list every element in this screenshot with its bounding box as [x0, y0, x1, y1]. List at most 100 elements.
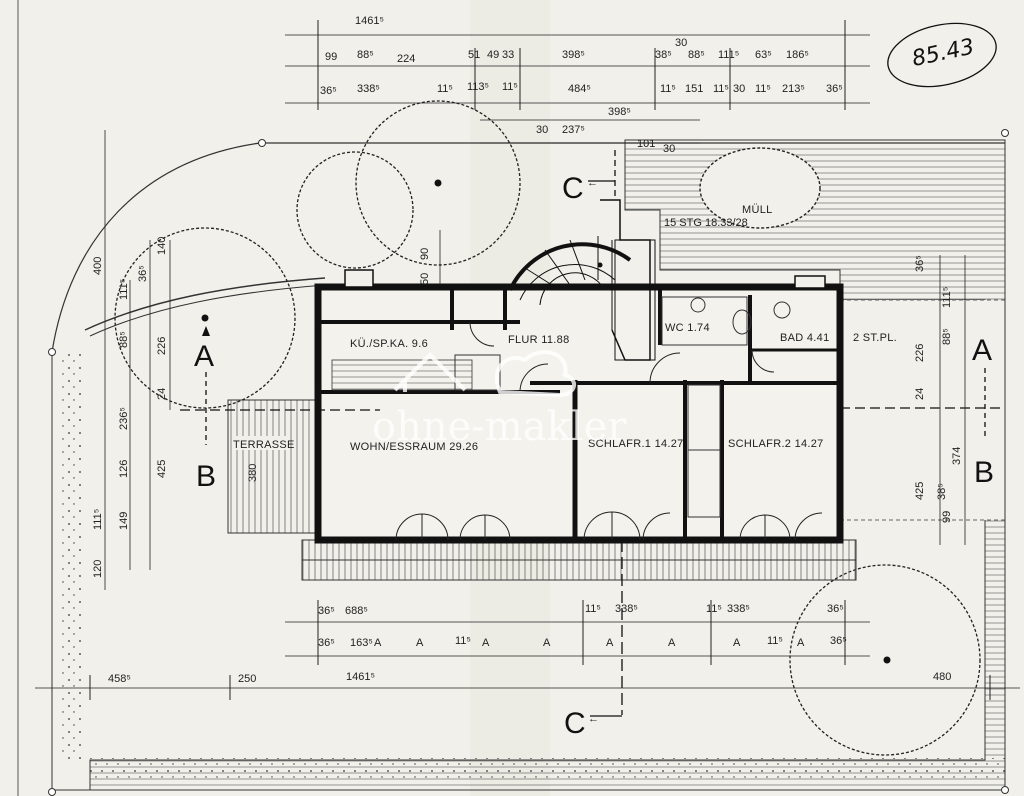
svg-text:11⁵: 11⁵ — [713, 83, 729, 95]
muell-area — [699, 147, 821, 229]
svg-text:88⁵: 88⁵ — [941, 328, 953, 345]
svg-text:A: A — [482, 637, 490, 649]
svg-text:A: A — [606, 637, 614, 649]
svg-text:36⁵: 36⁵ — [318, 637, 335, 649]
svg-text:425: 425 — [156, 460, 168, 478]
watermark-logo: ohne-makler — [372, 350, 627, 450]
svg-text:88⁵: 88⁵ — [357, 49, 374, 61]
svg-text:398⁵: 398⁵ — [608, 106, 631, 118]
dim-top-row1: 99 88⁵ 224 51 49 33 398⁵ 38⁵ 30 88⁵ 111⁵… — [325, 37, 809, 65]
svg-text:425: 425 — [914, 482, 926, 500]
svg-text:49: 49 — [487, 49, 499, 61]
svg-text:50: 50 — [419, 273, 431, 285]
svg-text:11⁵: 11⁵ — [755, 83, 771, 95]
svg-text:A: A — [668, 637, 676, 649]
svg-text:30: 30 — [733, 83, 745, 95]
svg-text:99: 99 — [941, 511, 953, 523]
svg-text:A: A — [797, 637, 805, 649]
room-label-kueche: KÜ./SP.KA. 9.6 — [350, 338, 428, 350]
dim-bottom-row2: 36⁵ 163⁵ 11⁵ 11⁵ 36⁵ — [318, 635, 847, 649]
svg-text:400: 400 — [92, 257, 104, 275]
room-label-bad: BAD 4.41 — [780, 332, 829, 344]
svg-text:113⁵: 113⁵ — [467, 81, 489, 93]
svg-text:186⁵: 186⁵ — [786, 49, 809, 61]
svg-text:213⁵: 213⁵ — [782, 83, 805, 95]
svg-text:111⁵: 111⁵ — [92, 509, 104, 530]
svg-text:36⁵: 36⁵ — [137, 265, 149, 282]
section-a-right: A — [972, 334, 992, 367]
room-label-flur: FLUR 11.88 — [508, 334, 570, 346]
dim-bottom-row1: 36⁵ 688⁵ 11⁵ 338⁵ 11⁵ 338⁵ 36⁵ — [318, 603, 844, 617]
dim-top-row2: 36⁵ 338⁵ 11⁵ 113⁵ 11⁵ 484⁵ 11⁵ 151 11⁵ 3… — [320, 81, 843, 97]
svg-text:338⁵: 338⁵ — [727, 603, 750, 615]
svg-text:338⁵: 338⁵ — [615, 603, 638, 615]
svg-text:226: 226 — [156, 337, 168, 355]
svg-text:480: 480 — [933, 671, 951, 683]
svg-text:149: 149 — [118, 512, 130, 530]
svg-text:111⁵: 111⁵ — [118, 279, 130, 300]
svg-text:11⁵: 11⁵ — [502, 81, 518, 93]
svg-text:111⁵: 111⁵ — [941, 287, 953, 308]
svg-text:36⁵: 36⁵ — [827, 603, 844, 615]
room-label-wohn: WOHN/ESSRAUM 29.26 — [350, 441, 478, 453]
svg-text:24: 24 — [914, 388, 926, 400]
svg-text:688⁵: 688⁵ — [345, 605, 368, 617]
svg-text:33: 33 — [502, 49, 514, 61]
svg-text:398⁵: 398⁵ — [562, 49, 585, 61]
svg-text:237⁵: 237⁵ — [562, 124, 585, 136]
svg-text:11⁵: 11⁵ — [437, 83, 453, 95]
svg-text:11⁵: 11⁵ — [706, 603, 722, 615]
svg-text:120: 120 — [92, 560, 104, 578]
svg-text:30: 30 — [663, 143, 675, 155]
room-label-schlaf2: SCHLAFR.2 14.27 — [728, 438, 824, 450]
room-label-wc: WC 1.74 — [665, 322, 710, 334]
svg-text:36⁵: 36⁵ — [830, 635, 847, 647]
section-b-right: B — [974, 456, 994, 489]
svg-text:36⁵: 36⁵ — [320, 85, 337, 97]
spiral-staircase — [508, 199, 656, 361]
annotation-circle — [887, 22, 997, 88]
svg-text:374: 374 — [951, 447, 963, 465]
svg-text:236⁵: 236⁵ — [118, 407, 130, 430]
dim-left: 400 111⁵ 36⁵ 140 88⁵ 226 24 236⁵ 126 425… — [92, 237, 168, 578]
room-label-stpl: 2 ST.PL. — [853, 332, 897, 344]
svg-text:458⁵: 458⁵ — [108, 673, 131, 685]
svg-text:A: A — [374, 637, 382, 649]
svg-text:338⁵: 338⁵ — [357, 83, 380, 95]
svg-text:484⁵: 484⁵ — [568, 83, 591, 95]
svg-text:101: 101 — [637, 138, 655, 150]
svg-text:151: 151 — [685, 83, 703, 95]
svg-text:380: 380 — [247, 464, 259, 482]
svg-text:36⁵: 36⁵ — [914, 255, 926, 272]
door-swings — [395, 321, 823, 541]
room-label-terrasse: TERRASSE — [233, 439, 295, 451]
svg-text:11⁵: 11⁵ — [455, 635, 471, 647]
tree-top — [114, 100, 981, 756]
svg-text:30: 30 — [675, 37, 687, 49]
svg-text:88⁵: 88⁵ — [118, 331, 130, 348]
svg-text:111⁵: 111⁵ — [718, 49, 739, 61]
svg-text:38⁵: 38⁵ — [655, 49, 672, 61]
svg-text:90: 90 — [419, 248, 431, 260]
window-marks: A A A A A A A A — [374, 637, 805, 649]
section-c-bottom: C — [564, 707, 586, 740]
svg-text:224: 224 — [397, 53, 415, 65]
svg-text:126: 126 — [118, 460, 130, 478]
dotted-border-left — [62, 350, 84, 760]
watermark-text: ohne-makler — [372, 404, 627, 450]
svg-text:163⁵: 163⁵ — [350, 637, 373, 649]
stairs-label: 15 STG 18.33/28 — [664, 217, 748, 229]
svg-text:51: 51 — [468, 49, 480, 61]
section-b-left: B — [196, 460, 216, 493]
svg-text:A: A — [416, 637, 424, 649]
svg-text:36⁵: 36⁵ — [318, 605, 335, 617]
svg-text:88⁵: 88⁵ — [688, 49, 705, 61]
section-c-top: C — [562, 172, 584, 205]
svg-text:36⁵: 36⁵ — [826, 83, 843, 95]
dim-top-row3: 398⁵ 30 237⁵ 101 30 — [536, 106, 675, 155]
svg-text:←: ← — [588, 713, 599, 725]
terrasse-area — [227, 399, 317, 534]
svg-text:38⁵: 38⁵ — [936, 483, 948, 500]
svg-text:250: 250 — [238, 673, 256, 685]
